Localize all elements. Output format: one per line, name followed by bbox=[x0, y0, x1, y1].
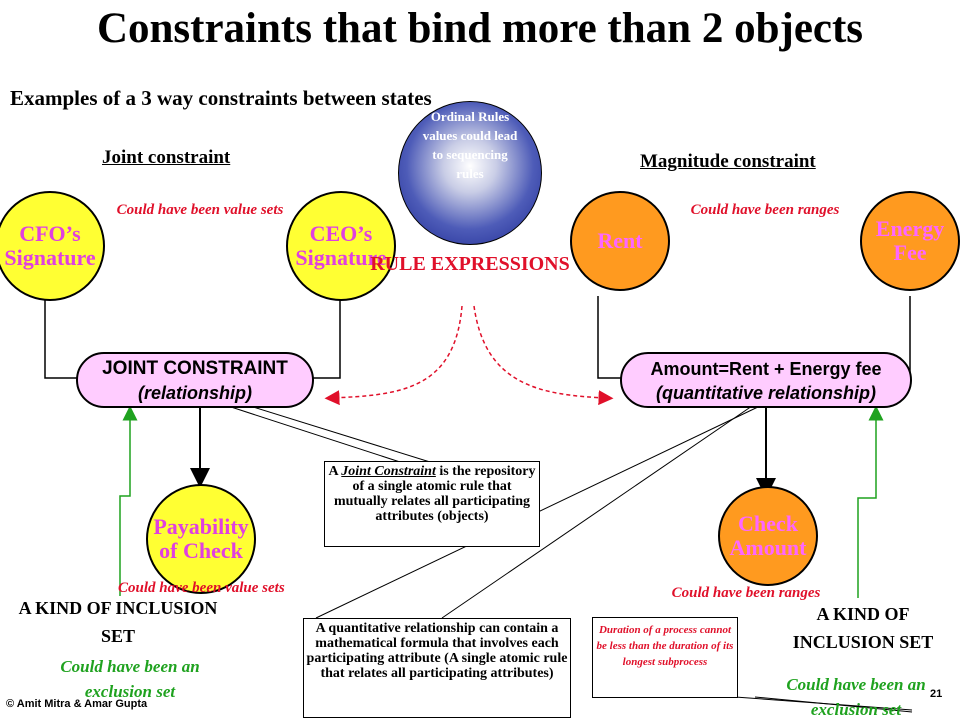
payability-of-check-node: Payability of Check bbox=[146, 484, 256, 594]
right-kind-of-inclusion-set: A KIND OF INCLUSION SET bbox=[792, 604, 934, 652]
rule-expressions-label: RULE EXPRESSIONS bbox=[370, 253, 570, 275]
check-amount-label: Check Amount bbox=[729, 511, 807, 560]
left-inclusion-arrow bbox=[119, 405, 138, 596]
joint-constraint-title: JOINT CONSTRAINT bbox=[102, 358, 288, 379]
could-value-sets-top-note: Could have been value sets bbox=[116, 202, 284, 218]
joint-note-body: is the repository of a single atomic rul… bbox=[333, 464, 536, 524]
energy-fee-label: Energy Fee bbox=[875, 216, 945, 265]
joint-note-prefix: A bbox=[328, 464, 342, 479]
energy-fee-node: Energy Fee bbox=[860, 191, 960, 291]
rent-label: Rent bbox=[597, 228, 643, 253]
ordinal-rules-ball: Ordinal Rules values could lead to seque… bbox=[398, 101, 542, 245]
ceo-signature-node: CEO’s Signature bbox=[286, 191, 396, 301]
right-inclusion-arrow bbox=[857, 405, 884, 598]
joint-constraint-header: Joint constraint bbox=[102, 147, 231, 168]
check-amount-node: Check Amount bbox=[718, 486, 818, 586]
could-ranges-bottom-note: Could have been ranges bbox=[671, 585, 821, 601]
magnitude-constraint-header: Magnitude constraint bbox=[640, 151, 816, 172]
joint-note-emphasis: Joint Constraint bbox=[341, 464, 436, 479]
rent-connector bbox=[597, 296, 622, 379]
joint-callout-line-2 bbox=[249, 405, 431, 463]
slide-title: Constraints that bind more than 2 object… bbox=[96, 5, 864, 52]
joint-constraint-subtitle: (relationship) bbox=[137, 383, 252, 403]
joint-callout-line-1 bbox=[227, 405, 401, 463]
duration-callout-line-2 bbox=[754, 696, 913, 713]
could-ranges-top-note: Could have been ranges bbox=[690, 202, 840, 218]
cfo-signature-label: CFO’s Signature bbox=[4, 221, 96, 270]
amount-constraint-title: Amount=Rent + Energy fee bbox=[650, 359, 882, 379]
copyright-footer: © Amit Mitra & Amar Gupta bbox=[6, 698, 148, 710]
joint-constraint-node: JOINT CONSTRAINT (relationship) bbox=[76, 352, 314, 408]
joint-constraint-note: A Joint Constraint is the repository of … bbox=[324, 461, 540, 547]
slide-subtitle: Examples of a 3 way constraints between … bbox=[10, 86, 432, 110]
quant-callout-line-1 bbox=[441, 405, 753, 619]
right-exclusion-note: Could have been an exclusion set bbox=[786, 675, 926, 719]
duration-note: Duration of a process cannot be less tha… bbox=[592, 617, 738, 698]
could-value-sets-bottom-note: Could have been value sets bbox=[118, 580, 285, 596]
rule-arrow-left bbox=[324, 305, 463, 406]
ceo-signature-label: CEO’s Signature bbox=[295, 221, 387, 270]
quantitative-relationship-note: A quantitative relationship can contain … bbox=[303, 618, 571, 718]
rule-arrow-right bbox=[473, 305, 614, 406]
left-exclusion-note: Could have been an exclusion set bbox=[60, 657, 200, 701]
cfo-signature-node: CFO’s Signature bbox=[0, 191, 105, 301]
left-kind-of-inclusion-set: A KIND OF INCLUSION SET bbox=[18, 598, 218, 646]
ordinal-rules-text: Ordinal Rules values could lead to seque… bbox=[422, 109, 518, 181]
page-number: 21 bbox=[930, 688, 943, 700]
ceo-connector bbox=[312, 296, 341, 379]
payability-of-check-label: Payability of Check bbox=[153, 514, 249, 563]
rent-node: Rent bbox=[570, 191, 670, 291]
amount-constraint-node: Amount=Rent + Energy fee (quantitative r… bbox=[620, 352, 912, 408]
amount-constraint-subtitle: (quantitative relationship) bbox=[655, 383, 877, 403]
cfo-connector bbox=[44, 296, 78, 379]
